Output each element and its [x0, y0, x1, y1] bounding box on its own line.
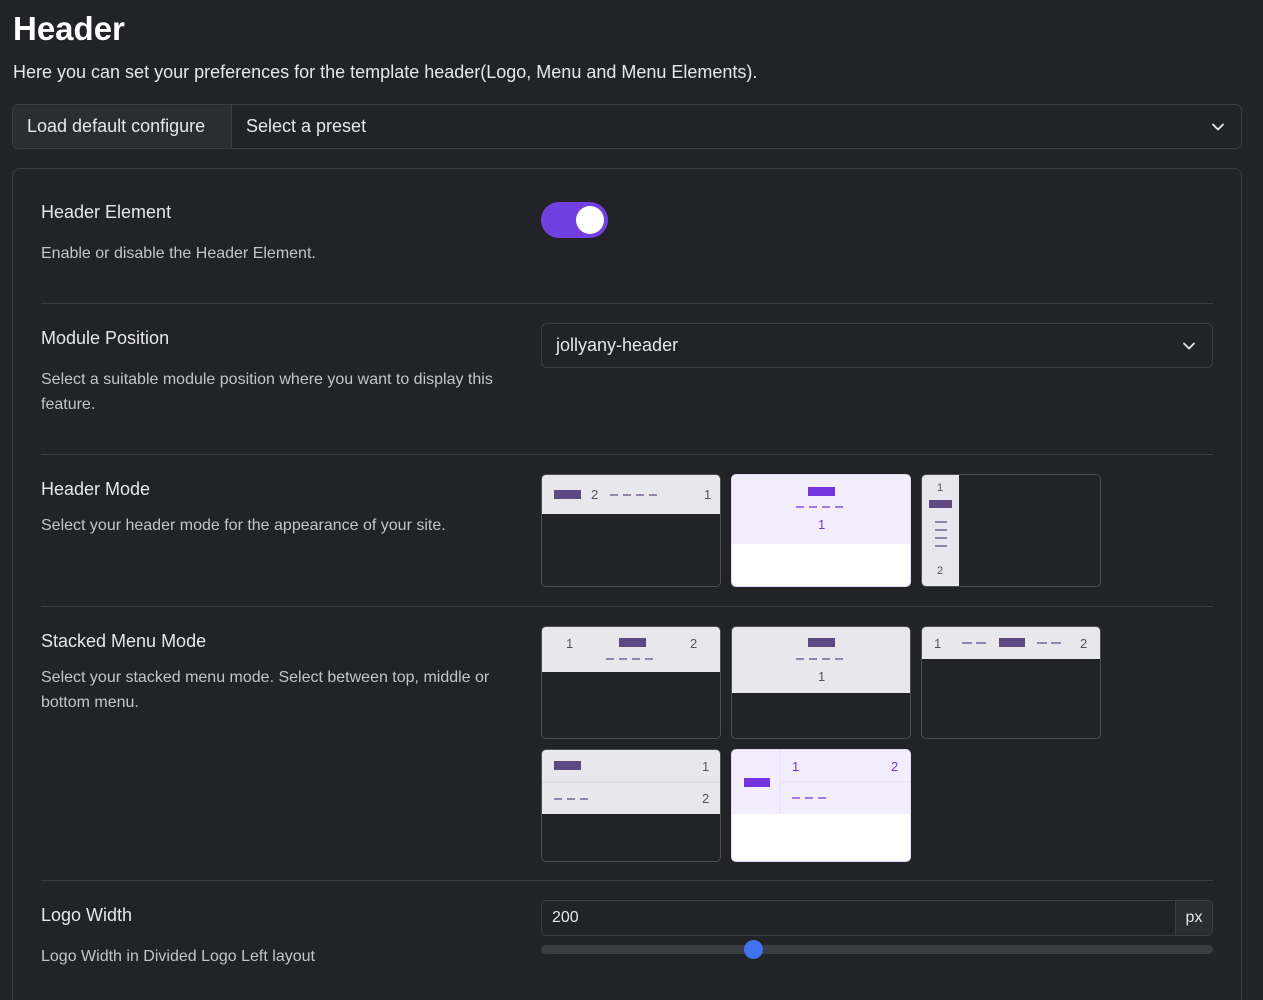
option-number: 1 [937, 482, 943, 494]
logo-width-label: Logo Width [41, 905, 133, 925]
load-default-button[interactable]: Load default configure [13, 105, 232, 148]
option-number: 2 [591, 487, 598, 502]
option-number: 2 [690, 636, 697, 651]
divider [41, 880, 1213, 881]
unit-label: px [1175, 901, 1212, 935]
stacked-menu-option-1[interactable]: 1 2 [541, 626, 721, 739]
logo-width-input-group: px [541, 900, 1213, 936]
logo-width-input[interactable] [542, 901, 1175, 935]
header-mode-desc: Select your header mode for the appearan… [41, 517, 446, 534]
header-element-desc: Enable or disable the Header Element. [41, 245, 316, 262]
chevron-down-icon [1183, 342, 1195, 349]
stacked-menu-option-3[interactable]: 1 2 [921, 626, 1101, 739]
toggle-knob [576, 206, 604, 234]
header-mode-option-1[interactable]: 2 1 [541, 474, 721, 587]
divider [41, 303, 1213, 304]
stacked-menu-mode-label: Stacked Menu Mode [41, 631, 207, 651]
option-number: 1 [704, 487, 711, 502]
module-position-desc: Select a suitable module position where … [41, 371, 493, 413]
stacked-menu-option-5[interactable]: 1 2 [731, 749, 911, 862]
module-position-select[interactable]: jollyany-header [541, 323, 1213, 368]
header-mode-option-2[interactable]: 1 [731, 474, 911, 587]
option-number: 1 [566, 636, 573, 651]
header-element-label: Header Element [41, 202, 172, 222]
option-number: 2 [702, 791, 709, 806]
page-title: Header [13, 10, 125, 47]
stacked-menu-option-2[interactable]: 1 [731, 626, 911, 739]
divider [41, 606, 1213, 607]
page-subtitle: Here you can set your preferences for th… [13, 62, 758, 82]
divider [41, 454, 1213, 455]
option-number: 1 [792, 759, 799, 774]
option-number: 2 [937, 565, 943, 577]
module-position-value: jollyany-header [556, 335, 679, 355]
option-number: 2 [891, 759, 898, 774]
header-element-toggle[interactable] [541, 202, 608, 238]
option-number: 1 [702, 759, 709, 774]
option-number: 2 [1080, 636, 1087, 651]
preset-bar: Load default configure Select a preset [12, 104, 1242, 149]
stacked-menu-option-4[interactable]: 1 2 [541, 749, 721, 862]
option-number: 1 [818, 669, 825, 684]
module-position-label: Module Position [41, 328, 170, 348]
logo-width-desc: Logo Width in Divided Logo Left layout [41, 948, 315, 965]
stacked-menu-mode-desc: Select your stacked menu mode. Select be… [41, 669, 490, 711]
preset-select-value: Select a preset [246, 116, 367, 136]
chevron-down-icon [1212, 123, 1224, 130]
logo-width-slider[interactable] [541, 940, 1213, 959]
slider-handle[interactable] [744, 940, 764, 959]
option-number: 1 [934, 636, 941, 651]
header-mode-option-3[interactable]: 1 2 [921, 474, 1101, 587]
preset-select[interactable]: Select a preset [232, 105, 1241, 148]
header-mode-label: Header Mode [41, 479, 151, 499]
option-number: 1 [818, 517, 825, 532]
